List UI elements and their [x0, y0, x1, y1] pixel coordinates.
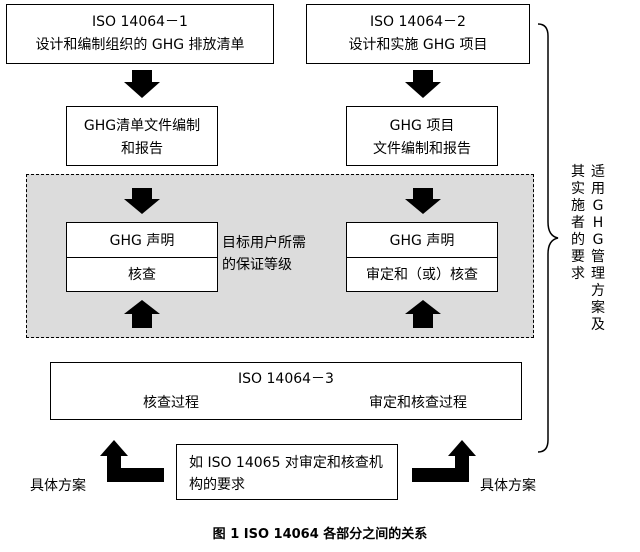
left-ghg-declaration-box: GHG 声明 核查: [66, 222, 218, 292]
down-arrow-right-1: [405, 70, 441, 98]
specific-scheme-left: 具体方案: [30, 478, 86, 494]
ghg-project-doc-line1: GHG 项目: [389, 118, 455, 134]
down-arrow-left-2: [124, 188, 160, 214]
validation-verification-process-label: 审定和核查过程: [369, 395, 467, 411]
ghg-project-doc-box: GHG 项目 文件编制和报告: [346, 106, 498, 166]
verification-process-label: 核查过程: [143, 395, 199, 411]
iso-14064-1-box: ISO 14064－1 设计和编制组织的 GHG 排放清单: [6, 4, 274, 64]
down-arrow-left-1: [124, 70, 160, 98]
down-arrow-right-2: [405, 188, 441, 214]
bent-up-arrow-left: [100, 440, 164, 482]
iso-14065-line1: 如 ISO 14065 对审定和核查机: [189, 455, 383, 471]
iso-14065-line2: 构的要求: [189, 477, 245, 493]
left-ghg-declaration-title: GHG 声明: [109, 233, 175, 249]
iso-14064-3-title: ISO 14064－3: [238, 371, 334, 387]
ghg-project-doc-line2: 文件编制和报告: [373, 141, 471, 157]
specific-scheme-right: 具体方案: [480, 478, 536, 494]
assurance-level-text: 目标用户所需 的保证等级: [222, 232, 332, 276]
ghg-inventory-doc-line2: 和报告: [121, 141, 163, 157]
assurance-level-line1: 目标用户所需: [222, 235, 306, 251]
right-ghg-declaration-box: GHG 声明 审定和（或）核查: [346, 222, 498, 292]
bent-up-arrow-right: [412, 440, 476, 482]
iso-14064-1-desc: 设计和编制组织的 GHG 排放清单: [35, 37, 245, 53]
iso-14064-3-box: ISO 14064－3 核查过程 审定和核查过程: [50, 362, 522, 420]
right-ghg-declaration-title: GHG 声明: [389, 233, 455, 249]
up-arrow-left: [124, 300, 160, 328]
side-label-text2: 其实施者的要求: [571, 164, 585, 282]
right-brace: [537, 23, 559, 453]
assurance-level-line2: 的保证等级: [222, 257, 292, 273]
iso-14065-box: 如 ISO 14065 对审定和核查机 构的要求: [176, 444, 398, 500]
iso-14064-2-desc: 设计和实施 GHG 项目: [348, 37, 488, 53]
right-validation-label: 审定和（或）核查: [366, 267, 478, 283]
iso-14064-1-title: ISO 14064－1: [92, 14, 188, 30]
iso-14064-2-title: ISO 14064－2: [370, 14, 466, 30]
up-arrow-right: [405, 300, 441, 328]
left-declaration-divider: [67, 257, 217, 258]
ghg-inventory-doc-box: GHG清单文件编制 和报告: [66, 106, 218, 166]
right-declaration-divider: [347, 257, 497, 258]
figure-caption: 图 1 ISO 14064 各部分之间的关系: [212, 527, 428, 542]
side-label-col2: 其实施者的要求: [570, 164, 586, 283]
iso-14064-2-box: ISO 14064－2 设计和实施 GHG 项目: [306, 4, 530, 64]
left-verification-label: 核查: [128, 267, 156, 283]
ghg-inventory-doc-line1: GHG清单文件编制: [83, 118, 201, 134]
